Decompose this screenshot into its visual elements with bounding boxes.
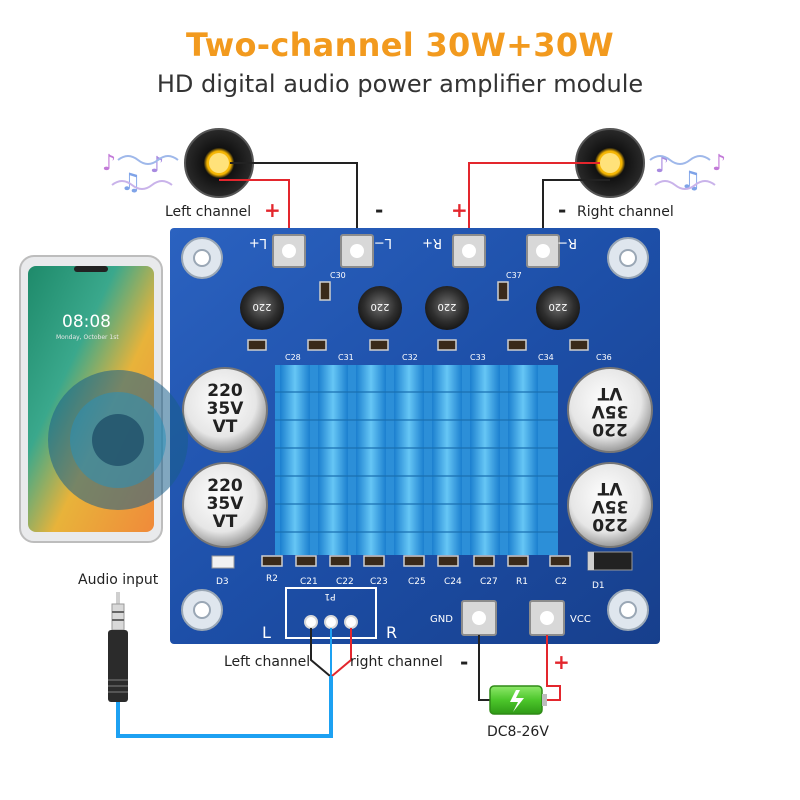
silk-l-plus: L+ xyxy=(249,235,267,250)
ref-c31: C31 xyxy=(338,353,354,362)
power-plus-sign: + xyxy=(553,650,570,674)
ref-c2: C2 xyxy=(555,577,567,587)
ref-c36: C36 xyxy=(596,353,612,362)
ref-c32: C32 xyxy=(402,353,418,362)
ref-c24: C24 xyxy=(444,577,462,587)
smd-components xyxy=(247,281,589,351)
left-minus-sign: - xyxy=(375,198,384,222)
right-music-notes-icon: ♪ ♫ ♪ xyxy=(649,151,726,194)
left-plus-sign: + xyxy=(264,198,281,222)
cap2-line3: VT xyxy=(213,512,238,532)
ref-c37: C37 xyxy=(506,271,522,280)
cap1-line2: 35V xyxy=(207,399,245,419)
left-speaker-label: Left channel xyxy=(165,204,252,220)
input-left-channel-label: Left channel xyxy=(224,654,311,670)
input-right-channel-label: right channel xyxy=(350,654,443,670)
page-subtitle: HD digital audio power amplifier module xyxy=(156,70,644,98)
ref-p1: P1 xyxy=(324,591,335,601)
silk-gnd: GND xyxy=(430,614,453,625)
ref-r2: R2 xyxy=(266,574,278,584)
input-header-pins xyxy=(304,615,358,629)
ref-r1: R1 xyxy=(516,577,528,587)
cap2-line2: 35V xyxy=(207,494,245,514)
silk-l-minus: L− xyxy=(374,235,392,250)
terminal-pads xyxy=(282,244,550,258)
silk-r-minus: R− xyxy=(557,235,577,250)
silk-vcc: VCC xyxy=(570,614,591,625)
ref-c27: C27 xyxy=(480,577,498,587)
silk-l-letter: L xyxy=(262,623,271,642)
bottom-smd-row xyxy=(261,555,571,567)
inductor-marking-3: 220 xyxy=(437,301,456,312)
cap4-line2: 35V xyxy=(591,496,629,516)
inductor-marking-1: 220 xyxy=(252,301,271,312)
ref-d3: D3 xyxy=(216,577,229,587)
cap1-line1: 220 xyxy=(207,381,243,401)
silk-r-plus: R+ xyxy=(422,235,442,250)
svg-text:♪: ♪ xyxy=(102,151,116,176)
power-minus-sign: - xyxy=(460,650,469,674)
right-minus-sign: - xyxy=(558,198,567,222)
ref-d1: D1 xyxy=(592,581,605,591)
cap3-line2: 35V xyxy=(591,401,629,421)
left-music-notes-icon: ♪ ♫ ♪ xyxy=(102,151,179,196)
audio-input-label: Audio input xyxy=(78,572,159,588)
cap1-line3: VT xyxy=(213,417,238,437)
inductor-marking-4: 220 xyxy=(548,301,567,312)
ref-c23: C23 xyxy=(370,577,388,587)
audio-jack-icon xyxy=(108,592,128,702)
amplifier-board xyxy=(170,228,660,644)
ref-c21: C21 xyxy=(300,577,318,587)
svg-text:♪: ♪ xyxy=(655,153,669,178)
input-wires xyxy=(116,628,352,738)
heatsink xyxy=(275,365,558,555)
ref-c28: C28 xyxy=(285,353,301,362)
phone-date: Monday, October 1st xyxy=(56,334,119,341)
ref-c22: C22 xyxy=(336,577,354,587)
speaker-wires xyxy=(219,162,610,250)
ref-c33: C33 xyxy=(470,353,486,362)
mounting-holes xyxy=(181,237,649,631)
cap3-line3: VT xyxy=(597,383,622,403)
smartphone-icon xyxy=(19,255,188,543)
power-wires xyxy=(478,635,561,701)
phone-time: 08:08 xyxy=(62,312,111,332)
right-speaker-label: Right channel xyxy=(577,204,674,220)
right-plus-sign: + xyxy=(451,198,468,222)
cap2-line1: 220 xyxy=(207,476,243,496)
ref-c34: C34 xyxy=(538,353,554,362)
page-title: Two-channel 30W+30W xyxy=(185,26,615,64)
ref-c30: C30 xyxy=(330,271,346,280)
svg-text:♪: ♪ xyxy=(712,151,726,176)
led-d3 xyxy=(211,555,235,569)
ref-c25: C25 xyxy=(408,577,426,587)
cap3-line1: 220 xyxy=(592,419,628,439)
diode-d1 xyxy=(587,551,633,571)
capacitors xyxy=(182,367,653,548)
power-voltage-label: DC8-26V xyxy=(487,724,549,740)
cap4-line1: 220 xyxy=(592,514,628,534)
inductors xyxy=(240,286,580,330)
silk-r-letter: R xyxy=(386,623,397,642)
inductor-marking-2: 220 xyxy=(370,301,389,312)
svg-text:♫: ♫ xyxy=(680,166,702,194)
svg-text:♫: ♫ xyxy=(120,168,142,196)
cap4-line3: VT xyxy=(597,478,622,498)
battery-icon xyxy=(489,685,547,715)
